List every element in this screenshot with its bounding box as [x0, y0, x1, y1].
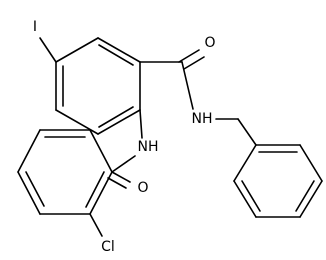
benzyl-phenyl-ring — [233, 144, 323, 218]
chlorobenzamide-linker — [107, 109, 143, 189]
iodine-label: I — [33, 19, 37, 35]
amide-nh-middle-label: NH — [138, 139, 159, 155]
chlorophenyl-ring — [17, 129, 113, 215]
c-cl-bond — [89, 213, 103, 237]
carbonyl-oxygen-top-label: O — [204, 35, 215, 51]
amide-nh-top-label: NH — [192, 111, 213, 127]
chlorine-label: Cl — [101, 239, 115, 255]
carbonyl-oxygen-bottom-label: O — [137, 180, 148, 196]
c-i-bond — [39, 37, 57, 63]
benzylamide-group — [139, 49, 257, 146]
iodobenzene-ring — [55, 37, 141, 135]
